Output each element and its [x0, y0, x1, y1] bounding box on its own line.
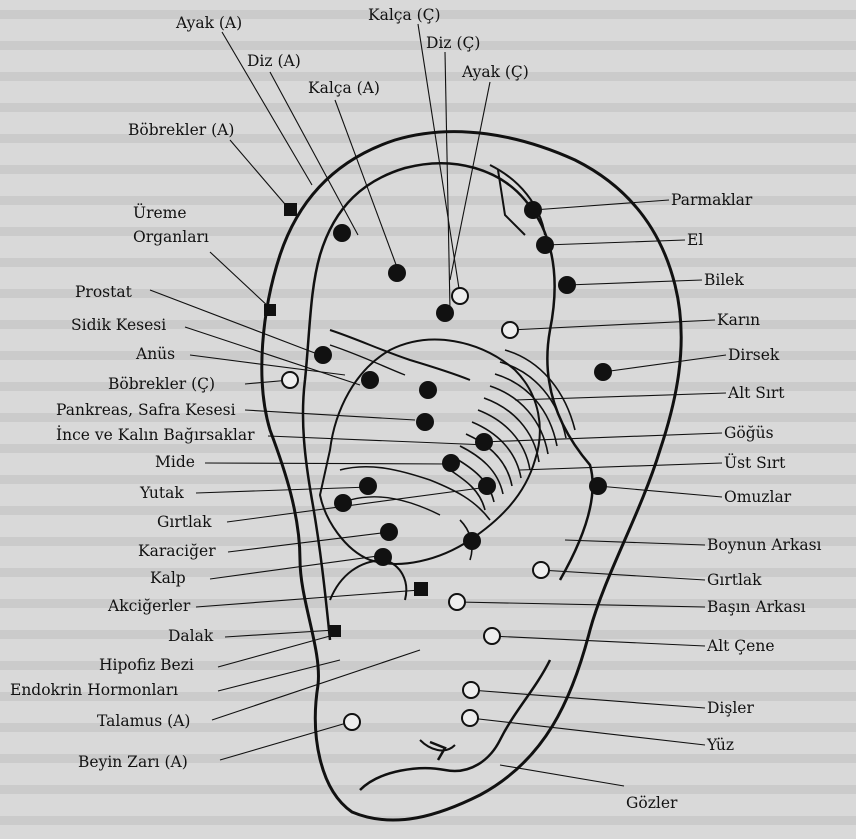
label-organlari: Organları — [133, 228, 209, 246]
label-beyin-zari: Beyin Zarı (A) — [78, 753, 188, 771]
label-alt-sirt: Alt Sırt — [727, 384, 785, 402]
label-gozler: Gözler — [626, 794, 678, 812]
label-ayak-c: Ayak (Ç) — [461, 63, 529, 81]
label-karin: Karın — [717, 311, 760, 329]
label-girtlak-left: Gırtlak — [157, 513, 212, 531]
label-basin-arkasi: Başın Arkası — [707, 598, 806, 616]
label-talamus: Talamus (A) — [97, 712, 190, 730]
label-diz-a: Diz (A) — [247, 52, 301, 70]
label-ince-kalin: İnce ve Kalın Bağırsaklar — [56, 426, 255, 444]
label-kalca-a: Kalça (A) — [308, 79, 380, 97]
label-parmaklar: Parmaklar — [671, 191, 753, 209]
label-kalp: Kalp — [150, 569, 186, 587]
label-omuzlar: Omuzlar — [724, 488, 792, 506]
label-karaciger: Karaciğer — [138, 542, 216, 560]
label-kalca-c: Kalça (Ç) — [368, 6, 441, 24]
label-alt-cene: Alt Çene — [706, 637, 775, 655]
label-hipofiz: Hipofiz Bezi — [99, 656, 194, 674]
label-diz-c: Diz (Ç) — [426, 34, 480, 52]
label-el: El — [687, 231, 703, 249]
label-girtlak-right: Gırtlak — [707, 571, 762, 589]
label-dirsek: Dirsek — [728, 346, 780, 364]
label-bobrekler-c: Böbrekler (Ç) — [108, 375, 215, 393]
label-bilek: Bilek — [704, 271, 744, 289]
label-prostat: Prostat — [75, 283, 133, 301]
label-pankreas: Pankreas, Safra Kesesi — [56, 401, 236, 419]
label-mide: Mide — [155, 453, 195, 471]
label-akcigerler: Akciğerler — [107, 597, 191, 615]
label-anus: Anüs — [135, 345, 175, 363]
label-yutak: Yutak — [139, 484, 184, 502]
label-gogus: Göğüs — [724, 424, 774, 442]
label-ayak-a: Ayak (A) — [175, 14, 242, 32]
label-ust-sirt: Üst Sırt — [724, 454, 786, 472]
label-sidik-kesesi: Sidik Kesesi — [71, 316, 166, 334]
label-bobrekler-a: Böbrekler (A) — [128, 121, 234, 139]
label-disler: Dişler — [707, 699, 754, 717]
label-endokrin: Endokrin Hormonları — [10, 681, 178, 699]
label-ureme: Üreme — [133, 204, 187, 222]
label-yuz: Yüz — [706, 736, 734, 754]
label-boynun-arkasi: Boynun Arkası — [707, 536, 822, 554]
label-dalak: Dalak — [168, 627, 214, 645]
